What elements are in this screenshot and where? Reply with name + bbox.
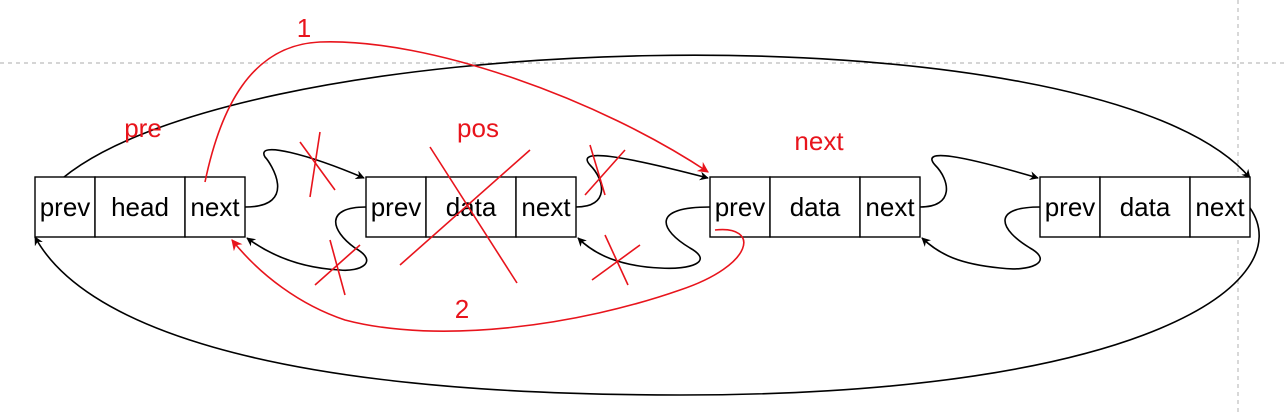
head-prev-label: prev [40,192,91,222]
tail-node: prev data next [1039,176,1251,238]
pre-label: pre [124,113,162,143]
tail-data-cell [1099,176,1191,238]
pos-data-cell [425,176,517,238]
pos-node: prev data next [365,176,577,238]
next-next-to-tail-prev-link [919,154,1039,208]
cross-mark-pos-node [399,146,531,284]
cross-mark-top-right [584,144,626,196]
next-prev-cell [709,176,771,238]
next-data-cell [769,176,861,238]
step1-new-next-link [204,41,709,183]
tail-prev-label: prev [1045,192,1096,222]
pos-label: pos [457,113,499,143]
tail-prev-to-next-next-link [921,206,1042,270]
pos-prev-label: prev [371,192,422,222]
pos-next-to-next-prev-link [575,154,709,208]
head-next-to-pos-prev-link [244,148,365,208]
next-data-label: data [790,192,841,222]
head-data-cell [94,176,186,238]
next-prev-to-pos-next-link [577,206,711,270]
step-1-label: 1 [297,13,311,43]
next-node: prev data next [709,176,921,238]
pos-prev-to-head-next-link [246,206,368,272]
tail-data-label: data [1120,192,1171,222]
next-prev-label: prev [715,192,766,222]
next-label: next [794,126,844,156]
pos-next-cell [515,176,577,238]
head-data-label: head [111,192,169,222]
tail-next-label: next [1195,192,1245,222]
cross-mark-bottom-left [314,239,361,296]
next-next-label: next [865,192,915,222]
step2-new-prev-link [231,228,745,332]
tail-next-cell [1189,176,1251,238]
step-2-label: 2 [455,294,469,324]
head-node: prev head next [34,176,246,238]
tail-next-to-head-prev-link [34,207,1260,396]
next-next-cell [859,176,921,238]
head-next-label: next [190,192,240,222]
cross-mark-top-left [299,131,336,198]
head-prev-to-tail-next-link [47,54,1251,193]
cross-mark-bottom-right [591,234,641,286]
pos-next-label: next [521,192,571,222]
